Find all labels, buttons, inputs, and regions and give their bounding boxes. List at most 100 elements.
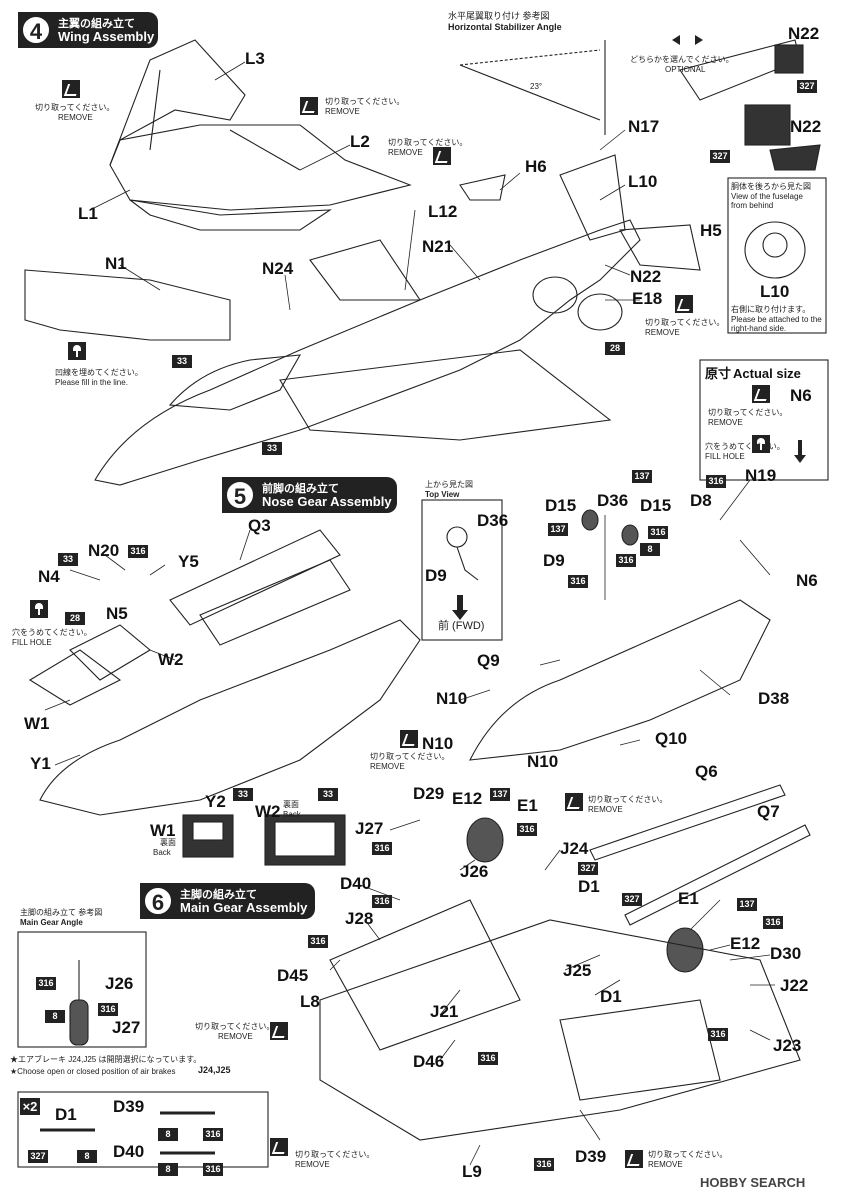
step-title-en: Main Gear Assembly (180, 900, 308, 915)
part-label: L2 (350, 132, 370, 151)
color-code: 316 (478, 1052, 498, 1065)
part-label: N1 (105, 254, 127, 273)
remove-jp: 切り取ってください。 (388, 138, 468, 147)
part-label: N10 (527, 752, 559, 771)
part-label: D39 (575, 1147, 607, 1166)
part-label: E18 (632, 289, 663, 308)
part-label: D30 (770, 944, 802, 963)
part-label: D40 (113, 1142, 145, 1161)
remove-icon (625, 1150, 643, 1168)
remove-en: REMOVE (218, 1032, 253, 1041)
fill-hole-en: FILL HOLE (705, 452, 745, 461)
part-label: D9 (543, 551, 565, 570)
part-label: J25 (563, 961, 592, 980)
part-label: J27 (355, 819, 384, 838)
color-code: 316 (308, 935, 328, 948)
part-label: N22 (630, 267, 662, 286)
part-label: L10 (628, 172, 658, 191)
color-code: 327 (710, 150, 730, 163)
color-code: 327 (622, 893, 642, 906)
part-label: N10 (422, 734, 454, 753)
color-code: 316 (708, 1028, 728, 1041)
remove-en: REMOVE (645, 328, 680, 337)
color-code: 327 (797, 80, 817, 93)
part-label: Y1 (30, 754, 51, 773)
part-label: L3 (245, 49, 265, 68)
wing-main-lower (279, 349, 612, 441)
part-label: N24 (262, 259, 294, 278)
remove-jp: 切り取ってください。 (195, 1022, 275, 1031)
remove-jp: 切り取ってください。 (588, 795, 668, 804)
stabilizer-h5 (619, 224, 701, 271)
step-6-banner: 6 主脚の組み立て Main Gear Assembly (140, 883, 315, 919)
stab-angle-en: Horizontal Stabilizer Angle (448, 22, 562, 32)
remove-jp: 切り取ってください。 (370, 752, 450, 761)
step-title-jp: 前脚の組み立て (262, 483, 339, 495)
step-title-en: Nose Gear Assembly (262, 494, 392, 509)
remove-en: REMOVE (58, 113, 93, 122)
fill-icon (30, 600, 48, 618)
color-code: 33 (318, 788, 338, 801)
part-label: W1 (24, 714, 50, 733)
fuselage-n1 (24, 269, 231, 341)
part-label: Q6 (695, 762, 718, 781)
color-code: 316 (128, 545, 148, 558)
part-label: N10 (436, 689, 468, 708)
remove-jp: 切り取ってください。 (645, 318, 725, 327)
color-code: 8 (45, 1010, 65, 1023)
part-label: N6 (790, 386, 812, 405)
remove-icon (270, 1138, 288, 1156)
remove-jp: 切り取ってください。 (295, 1150, 375, 1159)
step-title-jp: 主脚の組み立て (180, 889, 257, 901)
wing-upper-left (109, 39, 246, 166)
color-code: 33 (172, 355, 192, 368)
part-label: L10 (760, 282, 790, 301)
color-code: 28 (65, 612, 85, 625)
fwd-label: 前 (FWD) (438, 620, 485, 632)
back-en: Back (283, 810, 301, 819)
color-code: 137 (632, 470, 652, 483)
color-code: 33 (233, 788, 253, 801)
part-label: H6 (525, 157, 547, 176)
part-label: L12 (428, 202, 458, 221)
part-label: D15 (640, 496, 672, 515)
step-number: 4 (21, 15, 51, 45)
color-code: 8 (158, 1163, 178, 1176)
fuselage-main (94, 219, 641, 486)
part-label: W2 (158, 650, 184, 669)
fill-line-en: Please fill in the line. (55, 378, 128, 387)
color-code: 28 (605, 342, 625, 355)
fill-line-jp: 凹線を埋めてください。 (55, 368, 143, 377)
part-label: J28 (345, 909, 374, 928)
part-q3 (169, 529, 341, 626)
part-label: D45 (277, 966, 309, 985)
part-label: N17 (628, 117, 660, 136)
part-label: D15 (545, 496, 577, 515)
part-label: L1 (78, 204, 98, 223)
underside-main (319, 919, 801, 1141)
remove-icon (675, 295, 693, 313)
fill-hole-jp: 穴をうめてください。 (12, 628, 92, 637)
part-label: D40 (340, 874, 372, 893)
part-label: N21 (422, 237, 454, 256)
step-5-banner: 5 前脚の組み立て Nose Gear Assembly (222, 477, 397, 513)
color-code: 316 (517, 823, 537, 836)
color-code: 316 (36, 977, 56, 990)
color-code: 8 (77, 1150, 97, 1163)
part-label: D8 (690, 491, 712, 510)
fill-hole-en: FILL HOLE (12, 638, 52, 647)
part-label: J23 (773, 1036, 802, 1055)
tail-fin (559, 154, 626, 241)
part-label: E12 (452, 789, 483, 808)
remove-en: REMOVE (388, 148, 423, 157)
watermark: HOBBY SEARCH (700, 1175, 806, 1190)
remove-en: REMOVE (370, 762, 405, 771)
part-w1 (28, 649, 122, 706)
wing-lower (129, 199, 332, 231)
color-code: 137 (737, 898, 757, 911)
part-label: Q7 (757, 802, 780, 821)
main-gear-angle-en: Main Gear Angle (20, 918, 83, 927)
part-label: H5 (700, 221, 722, 240)
